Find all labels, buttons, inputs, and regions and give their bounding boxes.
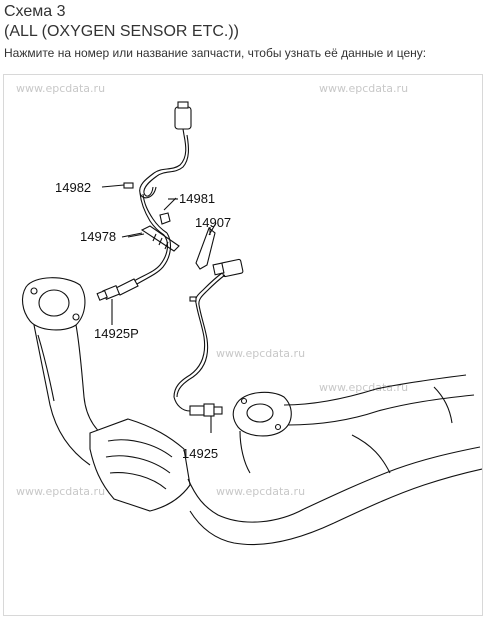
part-number-14978[interactable]: 14978	[80, 229, 116, 244]
oxygen-sensor-rear	[173, 396, 223, 433]
part-number-14981[interactable]: 14981	[179, 191, 215, 206]
watermark: www.epcdata.ru	[16, 82, 105, 95]
exhaust-oxygen-sensor-drawing: www.epcdata.ru www.epcdata.ru www.epcdat…	[16, 82, 482, 546]
parts-diagram: www.epcdata.ru www.epcdata.ru www.epcdat…	[3, 74, 483, 616]
rear-sensor-connector	[173, 258, 244, 398]
part-number-14925[interactable]: 14925	[182, 446, 218, 461]
watermark: www.epcdata.ru	[16, 485, 105, 498]
watermark: www.epcdata.ru	[216, 485, 305, 498]
page-title: Схема 3	[4, 3, 66, 20]
part-number-14982[interactable]: 14982	[55, 180, 91, 195]
page-header: Схема 3 (ALL (OXYGEN SENSOR ETC.)) Нажми…	[4, 2, 482, 61]
part-number-14925P[interactable]: 14925P	[94, 326, 139, 341]
instruction-text: Нажмите на номер или название запчасти, …	[4, 46, 427, 60]
catalytic-converter	[89, 418, 335, 546]
part-number-14907[interactable]: 14907	[195, 215, 231, 230]
rear-exhaust-pipe	[232, 374, 482, 524]
page-subtitle: (ALL (OXYGEN SENSOR ETC.))	[4, 23, 239, 40]
upper-sensor-connector	[123, 101, 192, 236]
leader-lines	[101, 184, 211, 238]
watermark: www.epcdata.ru	[319, 82, 408, 95]
bolt-bracket-part	[127, 225, 180, 252]
front-exhaust-pipe	[21, 277, 115, 466]
watermark: www.epcdata.ru	[216, 347, 305, 360]
clip-part	[159, 197, 177, 225]
watermark: www.epcdata.ru	[319, 381, 408, 394]
oxygen-sensor-front	[96, 278, 139, 325]
